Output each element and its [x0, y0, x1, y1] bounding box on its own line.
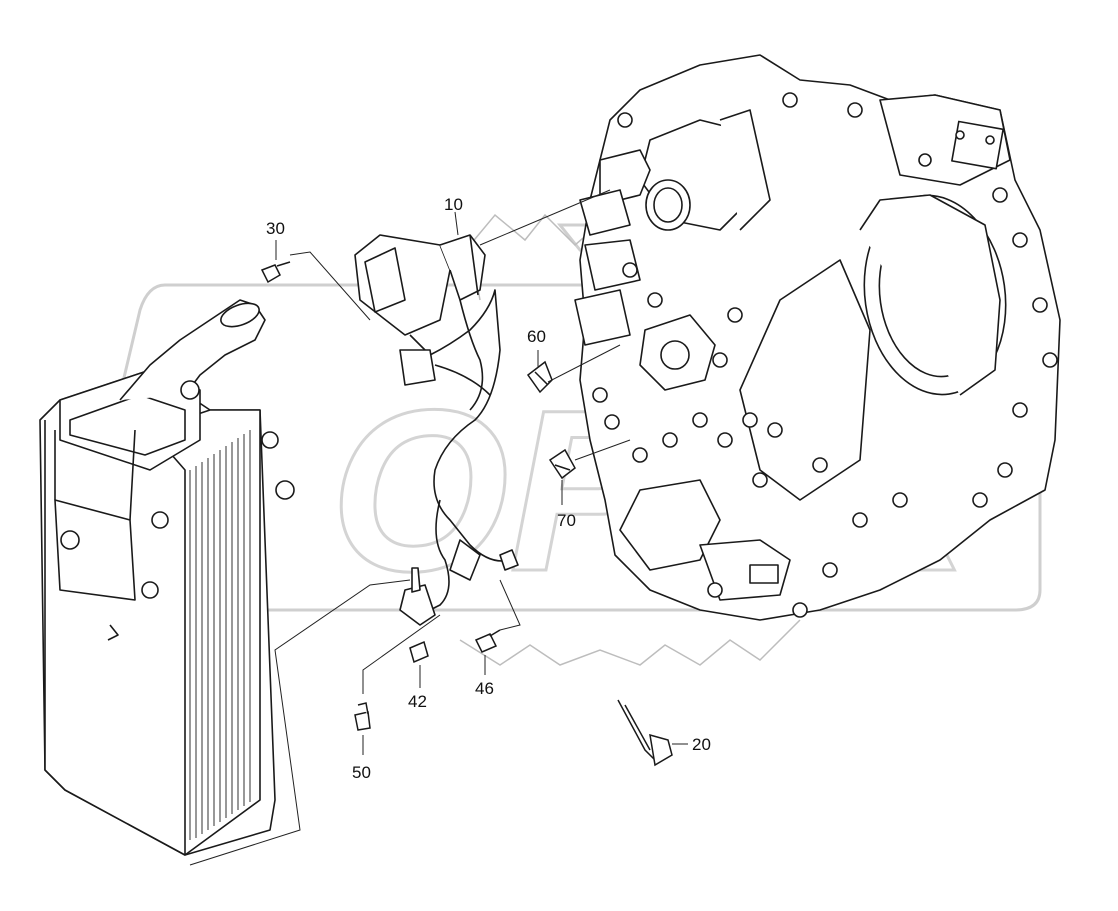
- oil-cooler: [39, 299, 295, 856]
- callout-30: 30: [266, 219, 285, 238]
- cable-tie-20: [617, 699, 673, 767]
- leader-lines: [189, 189, 688, 866]
- bolt-30: [260, 261, 291, 284]
- callout-20: 20: [692, 735, 711, 754]
- callout-60: 60: [527, 327, 546, 346]
- callout-70: 70: [557, 511, 576, 530]
- wiring-harness: [354, 234, 519, 626]
- bolt-42: [409, 640, 429, 664]
- callout-42: 42: [408, 692, 427, 711]
- callout-10: 10: [444, 195, 463, 214]
- bolt-46: [474, 629, 501, 653]
- transmission-housing: [574, 54, 1061, 621]
- clip-70: [548, 448, 576, 480]
- plug-50: [354, 702, 371, 731]
- callout-50: 50: [352, 763, 371, 782]
- callout-46: 46: [475, 679, 494, 698]
